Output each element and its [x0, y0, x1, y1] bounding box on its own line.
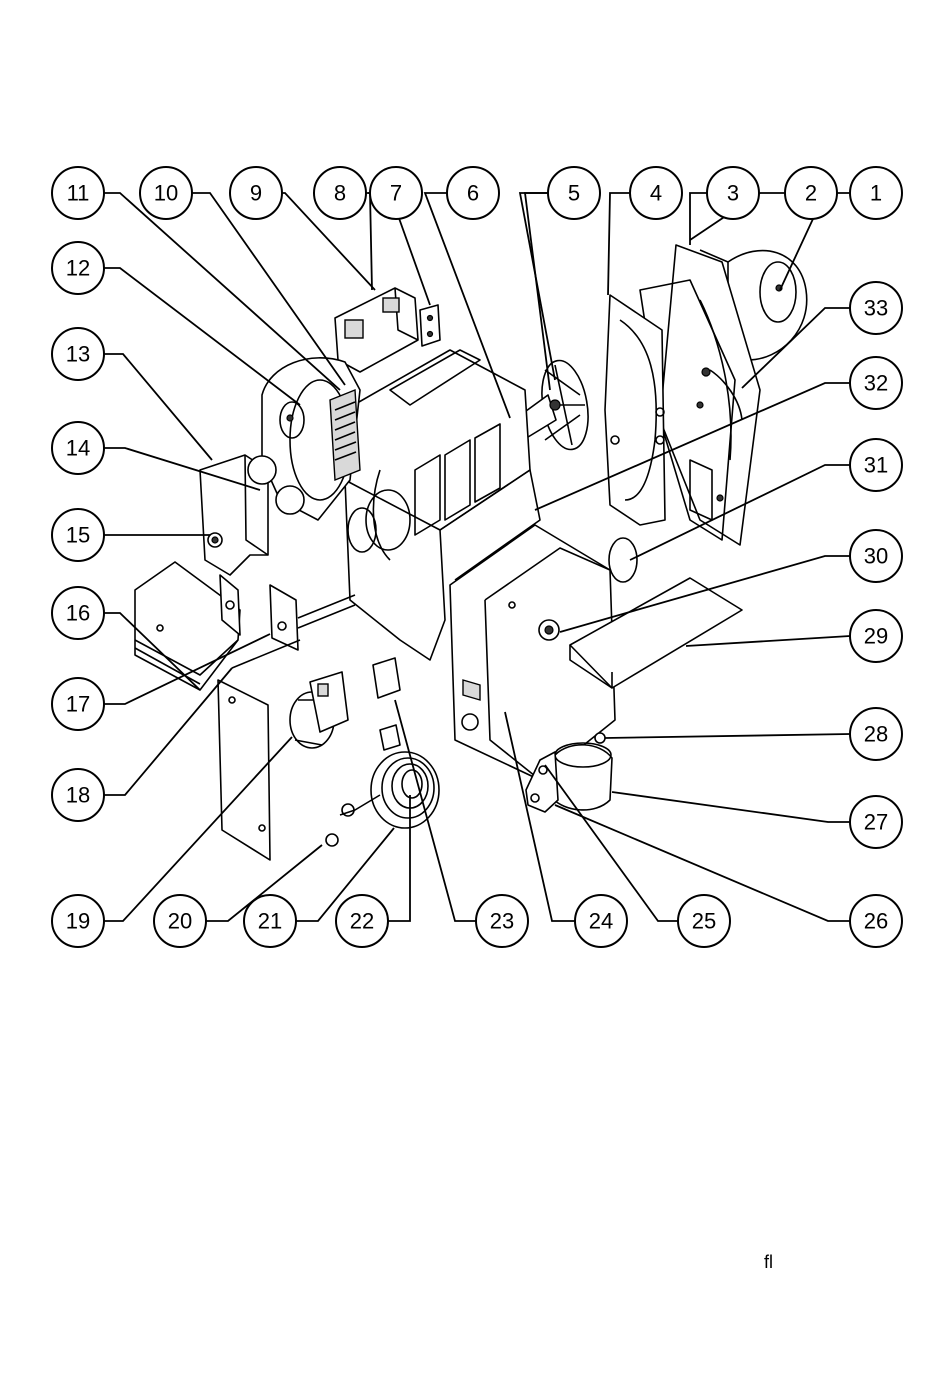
svg-text:6: 6	[467, 181, 479, 206]
callout-14: 14	[52, 422, 104, 474]
callout-33: 33	[850, 282, 902, 334]
callout-6: 6	[447, 167, 499, 219]
callout-25: 25	[678, 895, 730, 947]
callout-17: 17	[52, 678, 104, 730]
callout-15: 15	[52, 509, 104, 561]
svg-text:3: 3	[727, 181, 739, 206]
svg-text:25: 25	[692, 909, 716, 934]
callout-9: 9	[230, 167, 282, 219]
svg-text:24: 24	[589, 909, 613, 934]
callout-28: 28	[850, 708, 902, 760]
ignition-transformer	[335, 288, 440, 372]
gasket-plate	[605, 295, 665, 525]
svg-text:12: 12	[66, 256, 90, 281]
svg-text:21: 21	[258, 909, 282, 934]
svg-text:2: 2	[805, 181, 817, 206]
callout-30: 30	[850, 530, 902, 582]
svg-text:5: 5	[568, 181, 580, 206]
svg-text:27: 27	[864, 810, 888, 835]
control-bracket	[200, 455, 276, 575]
callout-29: 29	[850, 610, 902, 662]
callout-23: 23	[476, 895, 528, 947]
burner-assembly-drawing	[135, 245, 807, 860]
svg-text:26: 26	[864, 909, 888, 934]
callout-13: 13	[52, 328, 104, 380]
svg-text:32: 32	[864, 371, 888, 396]
rod-and-rail	[232, 585, 355, 668]
callout-24: 24	[575, 895, 627, 947]
callout-11: 11	[52, 167, 104, 219]
heater-coil	[326, 725, 439, 846]
callout-8: 8	[314, 167, 366, 219]
callout-12: 12	[52, 242, 104, 294]
callout-3: 3	[707, 167, 759, 219]
callout-5: 5	[548, 167, 600, 219]
svg-text:18: 18	[66, 783, 90, 808]
footer-mark: fl	[764, 1252, 773, 1273]
svg-text:1: 1	[870, 181, 882, 206]
svg-text:28: 28	[864, 722, 888, 747]
svg-text:30: 30	[864, 544, 888, 569]
callout-31: 31	[850, 439, 902, 491]
svg-text:4: 4	[650, 181, 662, 206]
callout-32: 32	[850, 357, 902, 409]
svg-text:14: 14	[66, 436, 90, 461]
svg-text:10: 10	[154, 181, 178, 206]
svg-text:20: 20	[168, 909, 192, 934]
callout-22: 22	[336, 895, 388, 947]
callout-21: 21	[244, 895, 296, 947]
svg-text:31: 31	[864, 453, 888, 478]
svg-text:16: 16	[66, 601, 90, 626]
svg-text:7: 7	[390, 181, 402, 206]
disk	[609, 538, 637, 582]
switch	[373, 658, 400, 698]
callout-4: 4	[630, 167, 682, 219]
svg-text:15: 15	[66, 523, 90, 548]
svg-text:13: 13	[66, 342, 90, 367]
callout-16: 16	[52, 587, 104, 639]
svg-text:23: 23	[490, 909, 514, 934]
svg-text:29: 29	[864, 624, 888, 649]
callout-18: 18	[52, 769, 104, 821]
callout-7: 7	[370, 167, 422, 219]
svg-text:11: 11	[67, 181, 90, 206]
svg-text:17: 17	[66, 692, 90, 717]
svg-text:9: 9	[250, 181, 262, 206]
svg-text:19: 19	[66, 909, 90, 934]
callout-10: 10	[140, 167, 192, 219]
callout-19: 19	[52, 895, 104, 947]
callout-27: 27	[850, 796, 902, 848]
cover	[135, 562, 240, 690]
callout-2: 2	[785, 167, 837, 219]
callout-1: 1	[850, 167, 902, 219]
control-plate	[218, 672, 348, 860]
grommet	[595, 733, 605, 743]
svg-text:22: 22	[350, 909, 374, 934]
callout-26: 26	[850, 895, 902, 947]
svg-text:33: 33	[864, 296, 888, 321]
svg-text:8: 8	[334, 181, 346, 206]
callout-20: 20	[154, 895, 206, 947]
